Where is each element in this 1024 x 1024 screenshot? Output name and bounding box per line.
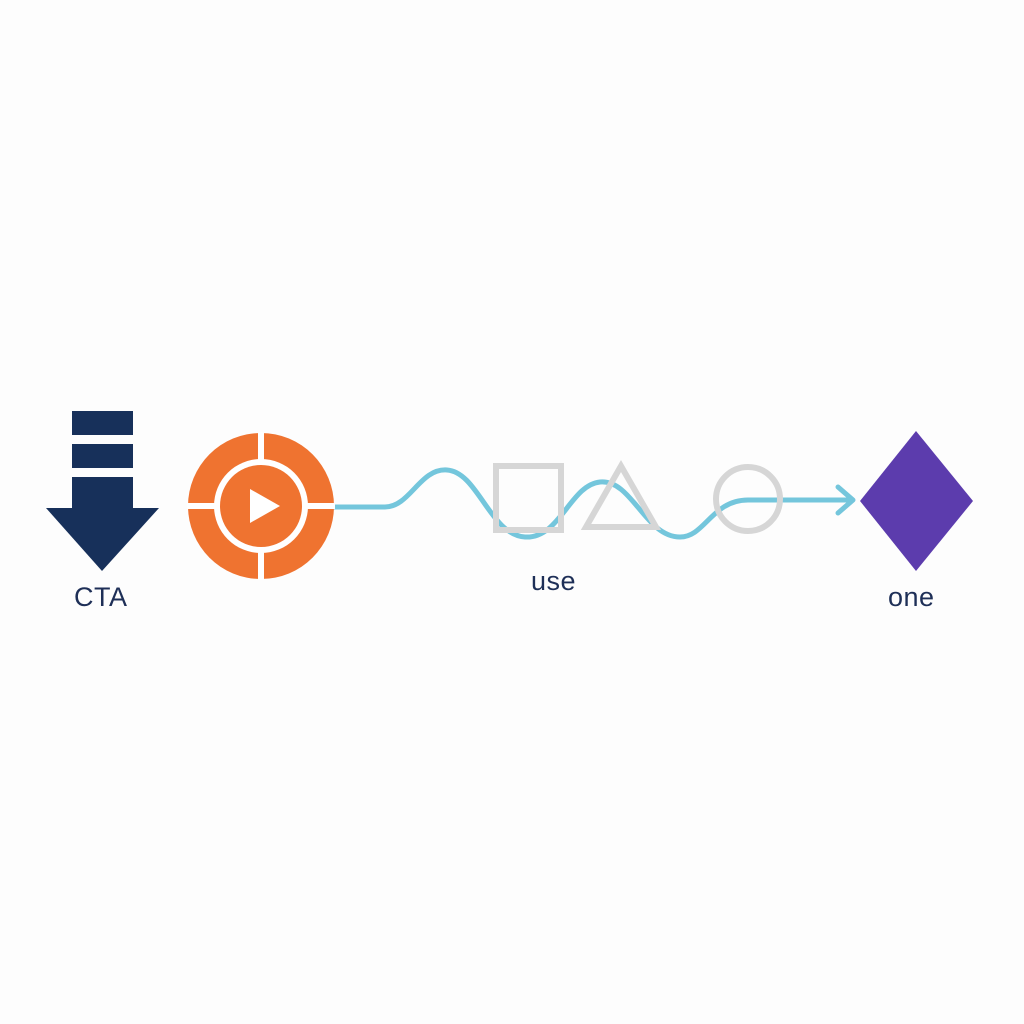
ring-notch-bottom [258,552,264,580]
arrow-head [46,508,159,571]
down-arrow-icon [46,411,159,571]
connector-line [331,467,855,540]
play-triangle [250,489,280,523]
ring-notch-top [258,432,264,460]
diamond-icon [860,431,973,571]
ring-notch-left [187,503,215,509]
shape-group [493,459,783,534]
play-target-icon [187,432,335,580]
cta-label: CTA [74,582,128,612]
circle-outline-icon [713,464,783,534]
wavy-arrow-connector [331,467,856,540]
use-label: use [531,566,577,596]
one-label: one [888,582,935,612]
connector-arrowhead [835,484,856,516]
arrow-shaft [72,477,133,509]
square-outline-icon [493,463,564,533]
arrow-bar-top [72,411,133,435]
ring-notch-right [307,503,335,509]
arrow-bar-middle [72,444,133,468]
triangle-outline-icon [580,459,662,530]
